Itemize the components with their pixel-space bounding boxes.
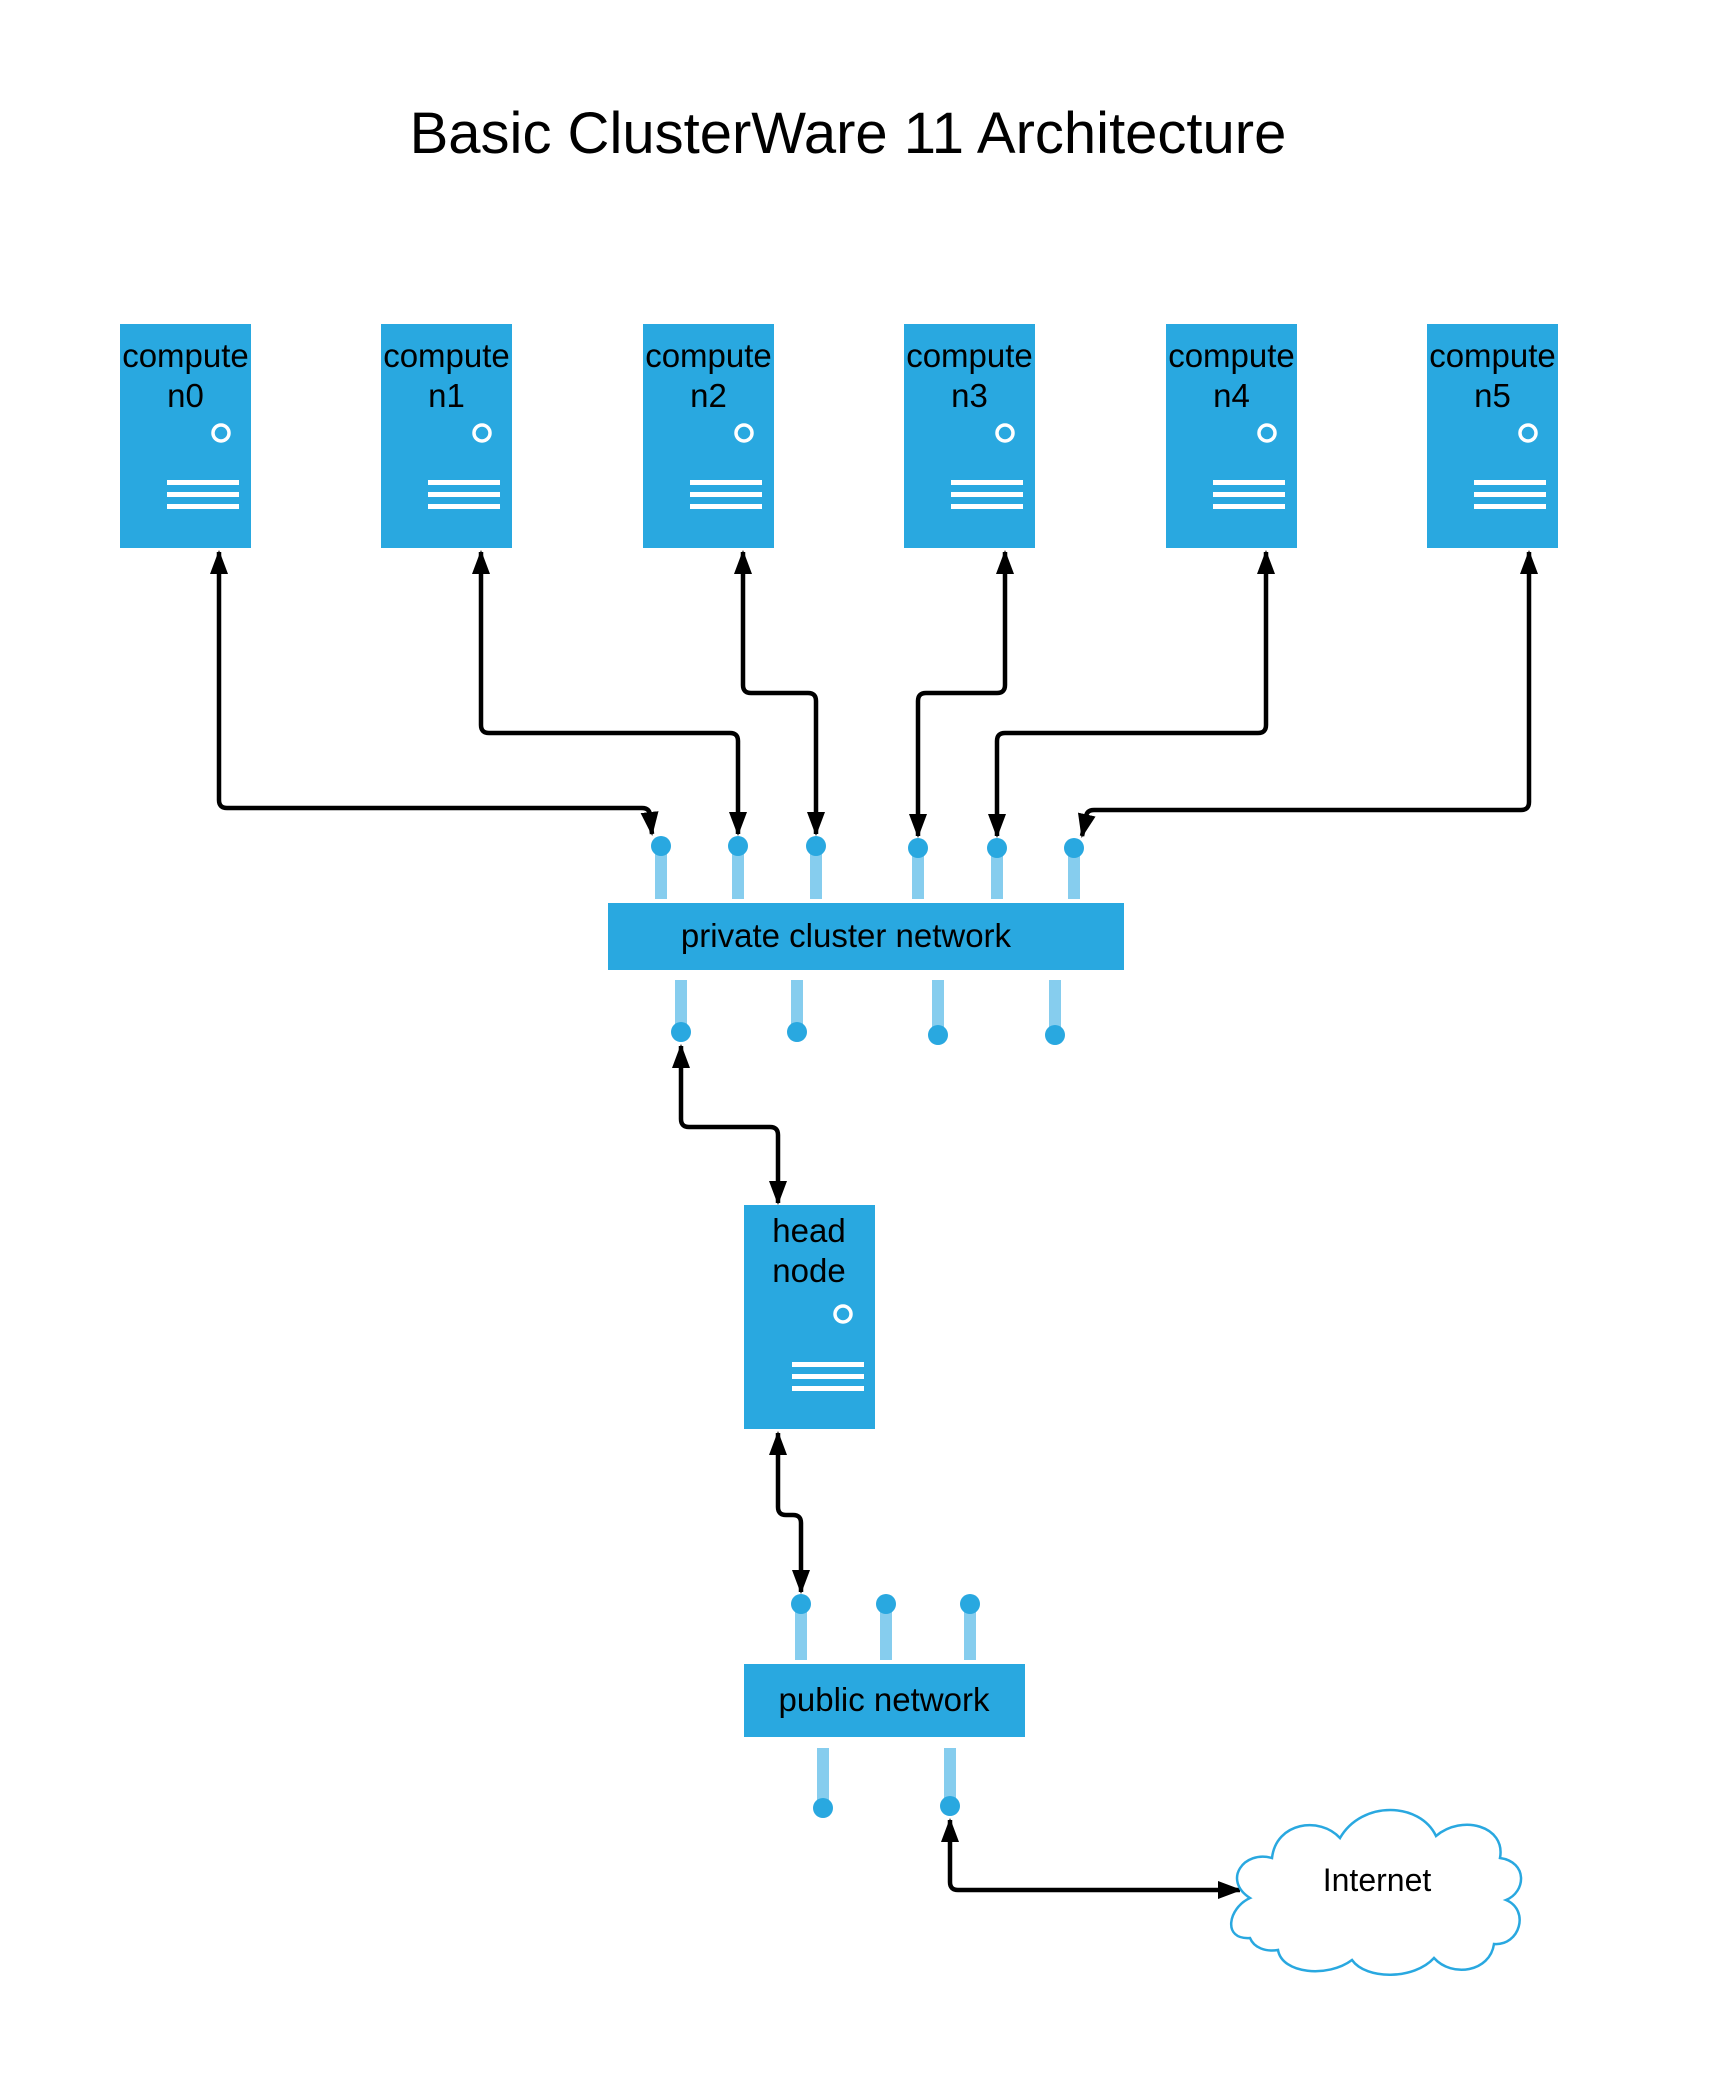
drive-slot-icon <box>951 480 1023 485</box>
server-icon <box>744 1205 875 1429</box>
drive-slot-icon <box>1474 504 1546 509</box>
network-port-icon <box>987 838 1007 899</box>
compute-node-label-line1: compute <box>122 337 249 374</box>
drive-slot-icon <box>690 504 762 509</box>
public-network-label: public network <box>779 1681 990 1718</box>
compute-node-label-line1: compute <box>906 337 1033 374</box>
drive-slot-icon <box>428 480 500 485</box>
network-port-icon <box>728 836 748 899</box>
drive-slot-icon <box>792 1386 864 1391</box>
power-button-icon <box>211 423 231 443</box>
head-node[interactable]: head node <box>744 1205 875 1429</box>
compute-node-label-line2: n2 <box>690 377 727 414</box>
public-network-bar <box>744 1664 1025 1737</box>
drive-slot-icon <box>792 1362 864 1367</box>
power-button-icon <box>1257 423 1277 443</box>
drive-slot-icon <box>1213 504 1285 509</box>
power-button-icon <box>472 423 492 443</box>
power-button-icon <box>1518 423 1538 443</box>
drive-slot-icon <box>690 492 762 497</box>
network-port-icon <box>960 1594 980 1660</box>
drive-slot-icon <box>1474 480 1546 485</box>
compute-node-label-line2: n4 <box>1213 377 1250 414</box>
network-port-icon <box>1064 838 1084 899</box>
compute-node-label-line2: n3 <box>951 377 988 414</box>
compute-nodes: computen0computen1computen2computen3comp… <box>120 324 1558 548</box>
connection-arrow <box>988 550 1275 838</box>
drive-slot-icon <box>951 492 1023 497</box>
network-port-icon <box>1045 980 1065 1045</box>
internet-cloud[interactable]: Internet <box>1230 1808 1523 1976</box>
connection-arrow <box>769 1431 810 1594</box>
drive-slot-icon <box>1213 480 1285 485</box>
connection-arrow <box>210 550 659 836</box>
power-button-icon <box>833 1304 853 1324</box>
connection-lines <box>210 550 1538 1899</box>
network-port-icon <box>651 836 671 899</box>
head-node-label-line1: head <box>772 1212 845 1249</box>
connection-arrow <box>941 1818 1242 1899</box>
network-port-icon <box>671 980 691 1042</box>
network-port-icon <box>806 836 826 899</box>
network-port-icon <box>787 980 807 1042</box>
compute-node-label-line1: compute <box>1168 337 1295 374</box>
drive-slot-icon <box>690 480 762 485</box>
network-port-icon <box>908 838 928 899</box>
connection-arrow <box>672 1044 787 1205</box>
network-port-icon <box>928 980 948 1045</box>
head-node-label-line2: node <box>772 1252 845 1289</box>
connection-arrow <box>1077 550 1538 838</box>
connection-arrow <box>734 550 825 836</box>
public-network-ports <box>791 1594 980 1818</box>
network-port-icon <box>813 1748 833 1818</box>
compute-node-label-line2: n1 <box>428 377 465 414</box>
drive-slot-icon <box>1213 492 1285 497</box>
drive-slot-icon <box>167 504 239 509</box>
compute-node-label-line1: compute <box>645 337 772 374</box>
page-title: Basic ClusterWare 11 Architecture <box>410 101 1287 166</box>
compute-node-label-line1: compute <box>1429 337 1556 374</box>
drive-slot-icon <box>792 1374 864 1379</box>
private-network-label: private cluster network <box>681 917 1012 954</box>
connection-arrow <box>909 550 1014 838</box>
drive-slot-icon <box>167 492 239 497</box>
drive-slot-icon <box>1474 492 1546 497</box>
network-port-icon <box>791 1594 811 1660</box>
network-port-icon <box>876 1594 896 1660</box>
network-port-icon <box>940 1748 960 1816</box>
drive-slot-icon <box>951 504 1023 509</box>
internet-label: Internet <box>1323 1862 1432 1898</box>
drive-slot-icon <box>167 480 239 485</box>
drive-slot-icon <box>428 504 500 509</box>
connection-arrow <box>472 550 747 836</box>
private-cluster-network: private cluster network <box>608 903 1124 970</box>
cloud-icon <box>1230 1808 1523 1976</box>
drive-slot-icon <box>428 492 500 497</box>
private-network-bar <box>608 903 1124 970</box>
compute-node-label-line1: compute <box>383 337 510 374</box>
compute-node-label-line2: n5 <box>1474 377 1511 414</box>
compute-node-label-line2: n0 <box>167 377 204 414</box>
power-button-icon <box>995 423 1015 443</box>
public-network: public network <box>744 1664 1025 1737</box>
private-network-ports <box>651 836 1084 1045</box>
power-button-icon <box>734 423 754 443</box>
